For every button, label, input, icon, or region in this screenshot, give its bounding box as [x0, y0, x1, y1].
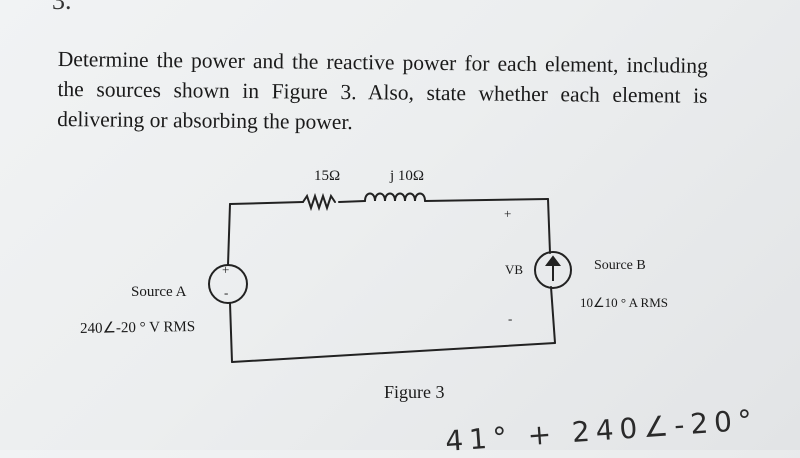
vb-minus: - [508, 311, 513, 326]
source-b-name: Source B [594, 258, 646, 273]
current-arrow-icon [545, 255, 561, 281]
source-a-name: Source A [131, 284, 187, 300]
source-b-value: 10∠10 ° A RMS [580, 295, 669, 310]
wire-left-bottom [229, 302, 233, 363]
resistor [302, 192, 336, 212]
wire-right-bottom [550, 286, 556, 344]
wire-top-right [424, 198, 549, 202]
wire-right-top [547, 198, 551, 254]
inductor-label: j 10Ω [390, 168, 425, 184]
vb-plus: + [504, 206, 512, 221]
source-a-symbol [208, 264, 248, 304]
wire-top-left [229, 201, 304, 205]
figure-caption: Figure 3 [384, 382, 445, 402]
wire-bottom [231, 342, 556, 363]
source-a-value: 240∠-20 ° V RMS [79, 318, 196, 338]
question-number: 3. [52, 0, 72, 15]
source-a-minus: - [224, 285, 229, 300]
vb-label: VB [505, 262, 524, 277]
inductor [364, 192, 426, 202]
source-b-symbol [534, 251, 572, 289]
source-a-plus: + [222, 262, 230, 277]
resistor-label: 15Ω [314, 168, 341, 184]
wire-left-top [227, 203, 231, 266]
wire-top-mid [338, 200, 366, 203]
